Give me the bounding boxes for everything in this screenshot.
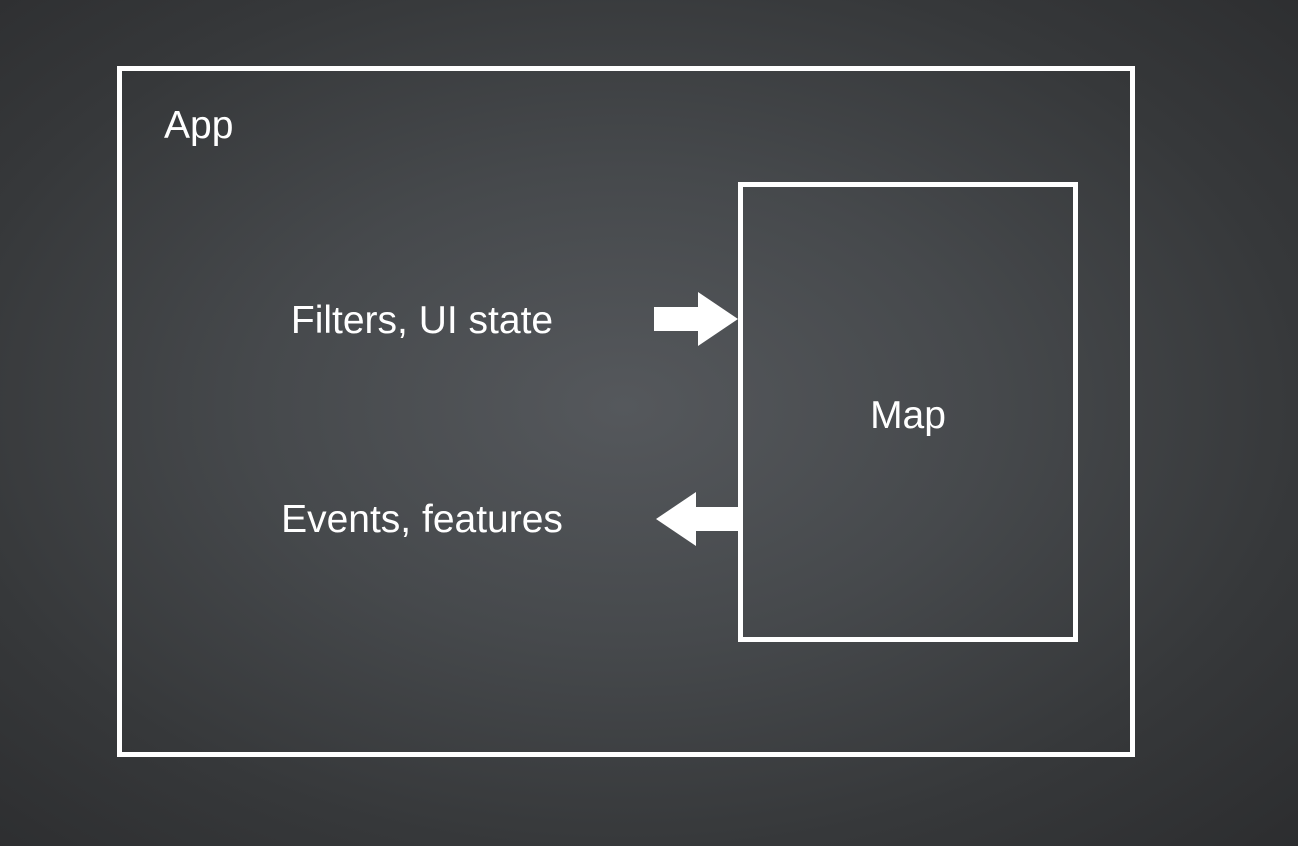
events-features-label: Events, features [281,498,563,541]
map-label: Map [870,394,946,437]
map-component-box [738,182,1078,642]
filters-ui-state-label: Filters, UI state [290,299,554,342]
arrow-left-icon [652,490,742,553]
app-label: App [164,104,234,147]
arrow-right-icon [652,290,742,353]
app-container-box [117,66,1135,757]
